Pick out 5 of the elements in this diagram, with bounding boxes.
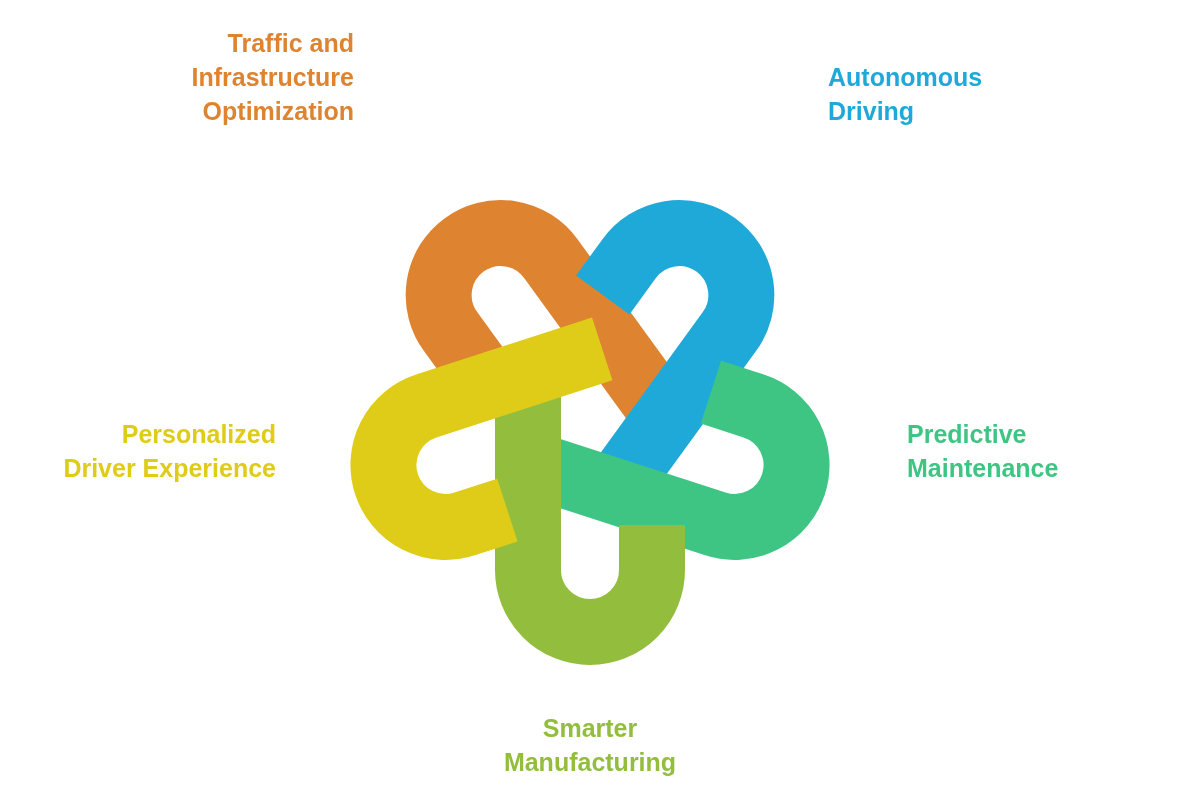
category-label: Traffic and Infrastructure Optimization [190,28,354,127]
category-label: Autonomous Driving [828,62,984,127]
category-label: Personalized Driver Experience [62,419,276,484]
category-label: Predictive Maintenance [907,419,1060,484]
category-label: Smarter Manufacturing [502,713,678,778]
